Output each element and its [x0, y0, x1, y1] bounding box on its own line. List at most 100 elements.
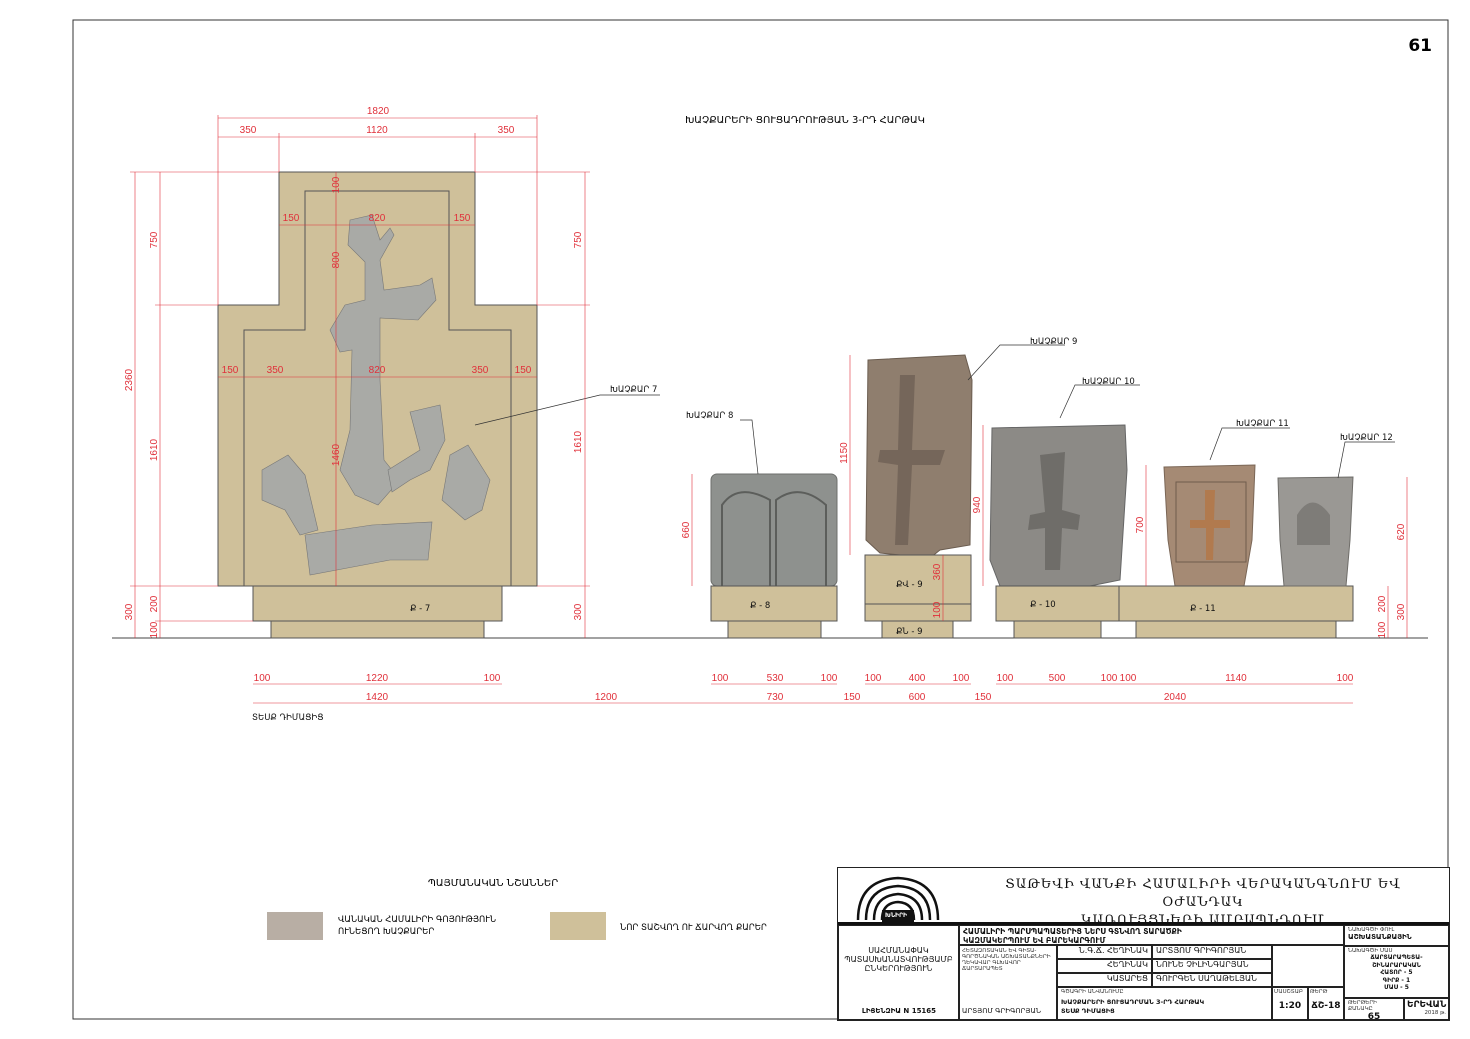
- role-name: ՆՈՒՆԵ ՉԻԼԻՆԳԱՐՅԱՆ: [1152, 959, 1272, 973]
- dimension-label: 300: [573, 603, 584, 620]
- dimension-label: 150: [844, 692, 861, 703]
- khachkar-11-carving: [1175, 481, 1247, 563]
- dimension-label: 150: [283, 213, 300, 224]
- part-line: ՀԱՏՈՐ - 5: [1380, 969, 1413, 976]
- dimension-label: 500: [1049, 673, 1066, 684]
- dimension-label: 100: [821, 673, 838, 684]
- khachkar-7-fragments: [261, 214, 491, 576]
- dimension-label: 100: [1337, 673, 1354, 684]
- view-label: ՏԵՍՔ ԴԻՄԱՑԻՑ: [252, 713, 324, 723]
- part-cell: ՆԱԽԱԳԾԻ ՄԱՍ ՃԱՐՏԱՐԱՊԵՏԱ- ՇԻՆԱՐԱՐԱԿԱՆ ՀԱՏ…: [1344, 946, 1449, 998]
- dimension-label: 1820: [367, 106, 390, 117]
- khachkar-10-label: ԽԱՉՔԱՐ 10: [1082, 377, 1135, 387]
- khachkar-7-fragment: [387, 404, 446, 493]
- phase-value: ԱՇԽԱՏԱՆՔԱՅԻՆ: [1348, 933, 1412, 941]
- dimension-label: 360: [932, 563, 943, 580]
- dimension-label: 100: [953, 673, 970, 684]
- dimension-label: 200: [149, 595, 160, 612]
- dimension-label: 100: [865, 673, 882, 684]
- role-label: ՀԵՂԻՆԱԿ: [1057, 959, 1152, 973]
- dimension-label: 150: [975, 692, 992, 703]
- khachkar-12-carving: [1297, 502, 1330, 545]
- dimension-label: 940: [972, 496, 983, 513]
- foundation-k7: [270, 620, 485, 639]
- khachkar-12-group: [1277, 476, 1354, 587]
- dimension-label: 350: [267, 365, 284, 376]
- dimension-label: 150: [454, 213, 471, 224]
- sheet-frame: [72, 19, 1449, 1020]
- khachkar-8-stone: [710, 473, 838, 587]
- dimension-label: 800: [331, 251, 342, 268]
- dimension-label: 100: [712, 673, 729, 684]
- sheets-count-cell: ԹԵՐԹԵՐԻ ՔԱՆԱԿԸ 65: [1344, 998, 1404, 1020]
- foundation-k8: [727, 620, 822, 639]
- khachkar-9-label: ԽԱՉՔԱՐ 9: [1030, 337, 1077, 347]
- dimension-label: 660: [681, 521, 692, 538]
- part-line: ՇԻՆԱՐԱՐԱԿԱՆ: [1372, 961, 1421, 969]
- khachkar-11-label: ԽԱՉՔԱՐ 11: [1236, 419, 1289, 429]
- dimension-label: 100: [484, 673, 501, 684]
- sheet-name-line1: ԽԱՉՔԱՐԵՐԻ ՑՈՒՑԱԴՐՄԱՆ 3-ՐԴ ՀԱՐԹԱԿ: [1061, 998, 1205, 1006]
- base-k10: [995, 585, 1120, 622]
- sheets-count-caption: ԹԵՐԹԵՐԻ ՔԱՆԱԿԸ: [1348, 1000, 1377, 1012]
- dimension-label: 100: [331, 176, 342, 193]
- legend-title: ՊԱՅՄԱՆԱԿԱՆ ՆՇԱՆՆԵՐ: [428, 878, 558, 889]
- dimension-label: 600: [909, 692, 926, 703]
- part-line: ՃԱՐՏԱՐԱՊԵՏԱ-: [1370, 954, 1423, 961]
- base-k8: [710, 585, 838, 622]
- foundation-k10: [1013, 620, 1102, 639]
- company-cell: ՍԱՀՄԱՆԱՓԱԿ ՊԱՏԱՍԽԱՆԱՏՎՈՒԹՅԱՄԲ ԸՆԿԵՐՈՒԹՅՈ…: [838, 925, 959, 1020]
- dimension-label: 1420: [366, 692, 389, 703]
- foundation-k11: [1135, 620, 1337, 639]
- khachkar-7-inner-outline: [243, 190, 512, 586]
- company-line1: ՍԱՀՄԱՆԱՓԱԿ: [868, 946, 929, 955]
- role-label: ԿԱՏԱՐԵՑ: [1057, 973, 1152, 987]
- dimension-label: 350: [472, 365, 489, 376]
- khachkar-7-cross-fragment: [329, 214, 437, 506]
- sheet-value: ՃՇ-18: [1311, 1001, 1341, 1011]
- dimension-label: 400: [909, 673, 926, 684]
- project-title-line1: ՏԱԹԵՎԻ ՎԱՆՔԻ ՀԱՄԱԼԻՐԻ ՎԵՐԱԿԱՆԳՆՈՒՄ ԵՎ ՕԺ…: [1005, 877, 1401, 910]
- scale-caption: ՄԱՍՇՏԱԲ: [1274, 989, 1303, 995]
- page-number: 61: [1408, 36, 1432, 56]
- base-label: Ք - 7: [410, 604, 430, 614]
- legend-swatch-existing: [267, 912, 323, 940]
- dimension-label: 820: [369, 365, 386, 376]
- chief-note: ՀԵՏԱԶՈՏԱԿԱՆ ԵՎ ԳԻՏԱ-ԳՈՐԾՆԱԿԱՆ ԱՇԽԱՏԱՆՔՆԵ…: [962, 948, 1051, 972]
- phase-cell: ՆԱԽԱԳԾԻ ՓՈՒԼ ԱՇԽԱՏԱՆՔԱՅԻՆ: [1344, 925, 1449, 946]
- dimension-label: 1610: [573, 430, 584, 453]
- dimension-label: 1610: [149, 438, 160, 461]
- dimension-label: 100: [1101, 673, 1118, 684]
- dimension-label: 100: [1377, 621, 1388, 638]
- scale-cell: ՄԱՍՇՏԱԲ 1:20: [1272, 987, 1308, 1020]
- sheet-caption: ԹԵՐԹ: [1310, 989, 1328, 995]
- legend-swatch-new: [550, 912, 606, 940]
- dimension-label: 200: [1377, 595, 1388, 612]
- company-line2: ՊԱՏԱՍԽԱՆԱՏՎՈՒԹՅԱՄԲ: [844, 955, 953, 964]
- chief-name: ԱՐՏՅՈՄ ԳՐԻԳՈՐՅԱՆ: [962, 1007, 1041, 1015]
- sheet-name-cell: ԳԾԱԳՐԻ ԱՆՎԱՆՈՒՄԸ ԽԱՉՔԱՐԵՐԻ ՑՈՒՑԱԴՐՄԱՆ 3-…: [1057, 987, 1272, 1020]
- part-line: ՄԱՍ - 5: [1384, 984, 1409, 991]
- base-k7: [252, 585, 503, 622]
- section-title: ՀԱՄԱԼԻՐԻ ՊԱՐՍՊԱՊԱՏԵՐԻՑ ՆԵՐՍ ԳՏՆՎՈՂ ՏԱՐԱԾ…: [959, 925, 1344, 945]
- logo: ԽՆԻՐԻ: [838, 868, 958, 925]
- dimension-label: 1150: [839, 442, 850, 464]
- dimension-label: 1200: [595, 692, 618, 703]
- dimension-label: 100: [997, 673, 1014, 684]
- dimension-label: 2040: [1164, 692, 1187, 703]
- sheets-count: 65: [1367, 1012, 1381, 1020]
- year: 2018 թ.: [1424, 1010, 1446, 1016]
- legend-label-existing-2: ՈՒՆԵՑՈՂ ԽԱՉՔԱՐԵՐ: [338, 927, 434, 937]
- khachkar-8-label: ԽԱՉՔԱՐ 8: [686, 411, 733, 421]
- dimension-label: 2360: [124, 368, 135, 391]
- sheet-name-line2: ՏԵՍՔ ԴԻՄԱՑԻՑ: [1061, 1007, 1115, 1015]
- company-line3: ԸՆԿԵՐՈՒԹՅՈՒՆ: [864, 964, 933, 973]
- khachkar-7-fragment: [304, 521, 433, 576]
- legend-label-new: ՆՈՐ ՏԱՇՎՈՂ ՈՒ ՃԱՐՎՈՂ ՔԱՐԵՐ: [620, 923, 767, 933]
- logo-icon: [856, 876, 940, 922]
- dimension-label: 620: [1396, 523, 1407, 540]
- dimension-label: 1220: [366, 673, 389, 684]
- base-label: ՔՆ - 9: [896, 627, 923, 637]
- foundation-k9: [881, 620, 954, 639]
- dimension-label: 1120: [366, 125, 388, 136]
